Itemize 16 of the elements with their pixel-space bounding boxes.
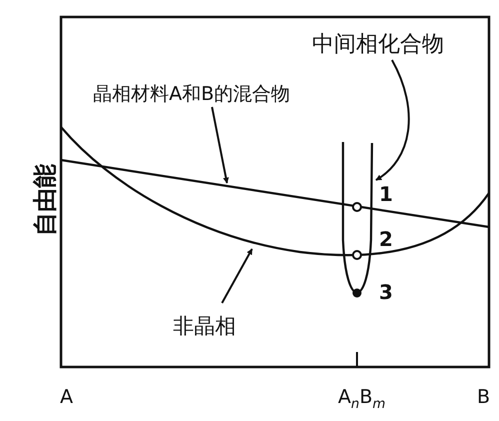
point-number: 3 <box>379 282 393 302</box>
callout-text: 中间相化合物 <box>312 34 444 56</box>
energy-curve <box>60 126 490 256</box>
callout-text: 晶相材料A和B的混合物 <box>93 85 290 104</box>
leader-arrow <box>221 248 253 304</box>
straight-line <box>60 158 490 228</box>
energy-curve <box>342 142 374 294</box>
axis-label: A$_{n}$B$_{m}$ <box>338 388 386 412</box>
callout-text: 非晶相 <box>173 316 236 337</box>
axis-label: A <box>60 388 73 407</box>
leader-arrow <box>375 60 410 181</box>
axis-label: B <box>477 388 490 407</box>
axis-title: 自由能 <box>34 164 58 236</box>
point-number: 2 <box>379 229 393 249</box>
point-number: 1 <box>379 184 393 204</box>
leader-arrow <box>211 106 229 184</box>
